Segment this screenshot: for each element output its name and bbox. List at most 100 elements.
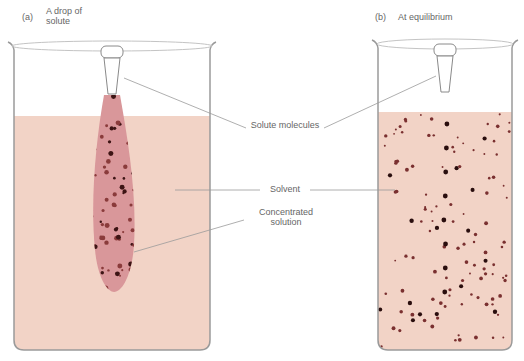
solute-molecule [107, 269, 109, 271]
solute-molecule [485, 191, 489, 195]
solute-molecule [443, 98, 448, 103]
solute-molecule [502, 241, 505, 244]
solute-molecule [121, 269, 123, 271]
solute-molecule [384, 292, 387, 295]
solute-molecule [131, 171, 135, 175]
solute-molecule [94, 174, 96, 176]
solute-molecule [479, 277, 483, 281]
solute-molecule [448, 295, 450, 297]
solute-molecule [444, 305, 447, 308]
solute-molecule [443, 266, 448, 271]
solute-molecule [119, 275, 121, 277]
solute-molecule [492, 176, 496, 180]
solute-molecule [424, 206, 426, 208]
solute-molecule [384, 134, 387, 137]
solute-molecule [442, 166, 444, 168]
solute-molecule [482, 267, 485, 270]
solute-molecule [113, 204, 117, 208]
solute-molecule [418, 312, 422, 316]
solute-molecule [101, 267, 104, 270]
solute-molecule [474, 336, 478, 340]
solute-molecule [493, 140, 496, 143]
solute-molecule [404, 118, 407, 121]
solute-molecule [103, 165, 106, 168]
solute-molecule [128, 218, 132, 222]
solute-molecule [108, 151, 113, 156]
solute-molecule [485, 302, 489, 306]
solute-molecule [96, 274, 98, 276]
solute-molecule [101, 223, 104, 226]
solution-liquid [378, 112, 512, 350]
solute-molecule [435, 226, 439, 230]
solute-molecule [130, 271, 134, 275]
solute-molecule [411, 318, 415, 322]
solute-molecule [420, 220, 423, 223]
solute-molecule [410, 313, 414, 317]
beaker-outline [8, 42, 216, 350]
solute-molecule [93, 244, 98, 249]
panel-title: At equilibrium [398, 12, 488, 22]
solute-molecule [470, 293, 473, 296]
solute-molecule [453, 151, 455, 153]
solute-molecule [499, 113, 501, 115]
solute-molecule [399, 310, 403, 314]
solute-molecule [492, 273, 494, 275]
solute-molecule [132, 243, 135, 246]
solute-molecule [431, 298, 435, 302]
solute-molecule [405, 168, 409, 172]
solute-molecule [503, 279, 506, 282]
solute-molecule [484, 251, 488, 255]
solute-molecule [123, 189, 127, 193]
solute-molecule [128, 261, 133, 266]
dropper [101, 46, 123, 94]
part-label: Concentrated solution [248, 207, 324, 228]
solute-molecule [457, 137, 459, 139]
solute-molecule [487, 123, 489, 125]
solute-molecule [491, 297, 495, 301]
solute-molecule [492, 263, 495, 266]
solute-molecule [128, 115, 133, 120]
solute-molecule [483, 153, 485, 155]
solute-molecule [502, 336, 504, 338]
solute-molecule [132, 99, 136, 103]
solute-molecule [469, 273, 471, 275]
solute-molecule [441, 218, 446, 223]
solute-molecule [492, 337, 495, 340]
part-label: Solute molecules [250, 120, 320, 130]
solute-molecule [411, 256, 414, 259]
solute-molecule [444, 146, 449, 151]
solute-molecule [451, 146, 454, 149]
solute-molecule [99, 236, 102, 239]
solute-molecule [456, 246, 459, 249]
solute-molecule [126, 118, 130, 122]
solute-molecule [93, 147, 97, 151]
solute-molecule [433, 134, 435, 136]
solute-molecule [448, 288, 451, 291]
solute-molecule [458, 165, 461, 168]
solute-molecule [131, 228, 135, 232]
solute-molecule [401, 289, 405, 293]
solute-molecule [104, 240, 108, 244]
solute-molecule [91, 143, 93, 145]
solute-molecule [423, 319, 427, 323]
solute-molecule [411, 164, 414, 167]
solute-molecule [471, 188, 475, 192]
solute-molecule [94, 289, 97, 292]
solute-molecule [409, 219, 413, 223]
solute-molecule [393, 133, 395, 135]
solute-molecule [116, 235, 121, 240]
solute-molecule [454, 339, 457, 342]
solute-molecule [435, 312, 439, 316]
solute-molecule [443, 194, 448, 199]
solute-molecule [129, 203, 132, 206]
solute-molecule [430, 117, 434, 121]
solute-molecule [394, 160, 397, 163]
solute-molecule [392, 326, 396, 330]
solute-molecule [430, 325, 434, 329]
solute-molecule [443, 170, 448, 175]
solute-molecule [384, 145, 386, 147]
solute-molecule [130, 105, 133, 108]
solute-molecule [105, 198, 109, 202]
panel-letter: (b) [375, 12, 395, 22]
